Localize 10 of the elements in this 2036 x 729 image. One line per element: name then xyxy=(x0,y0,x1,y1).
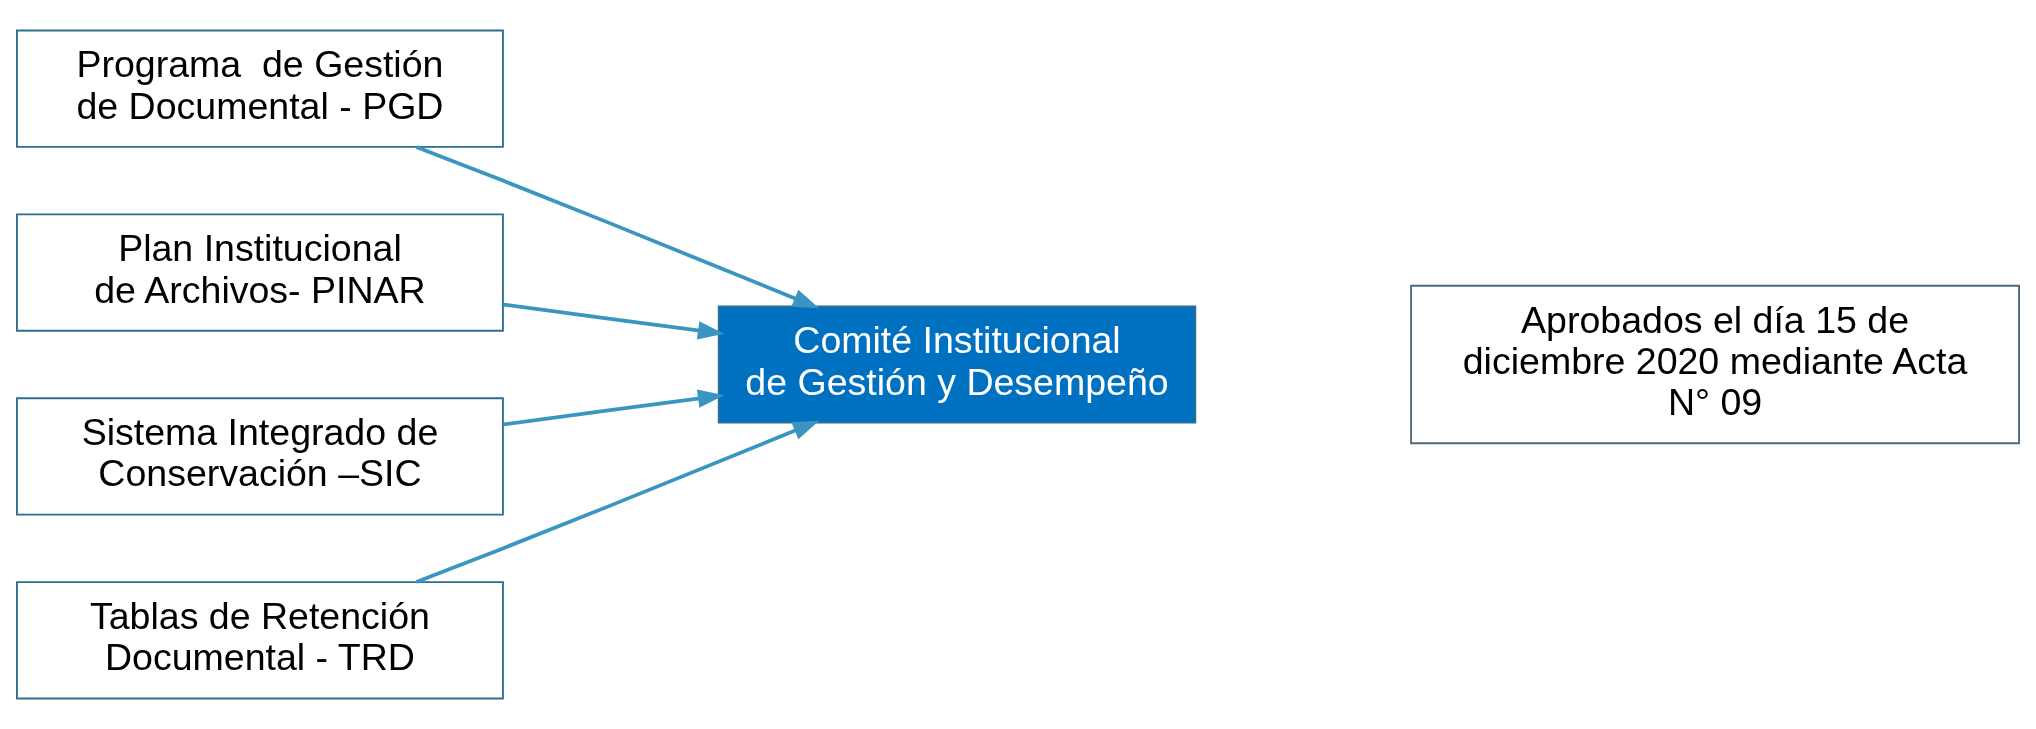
node-box: Plan Institucional de Archivos- PINAR xyxy=(16,213,504,332)
arrow xyxy=(503,302,725,340)
node-box: Aprobados el día 15 de diciembre 2020 mediante Acta N° 09 xyxy=(1410,284,2020,445)
arrow xyxy=(503,389,725,427)
arrow xyxy=(415,420,820,584)
arrow xyxy=(415,145,820,309)
node-box: Sistema Integrado de Conservación –SIC xyxy=(16,397,504,516)
node-box: Comité Institucional de Gestión y Desempeño xyxy=(717,305,1197,424)
node-box: Programa de Gestión de Documental - PGD xyxy=(16,29,504,148)
node-box: Tablas de Retención Documental - TRD xyxy=(16,581,504,700)
